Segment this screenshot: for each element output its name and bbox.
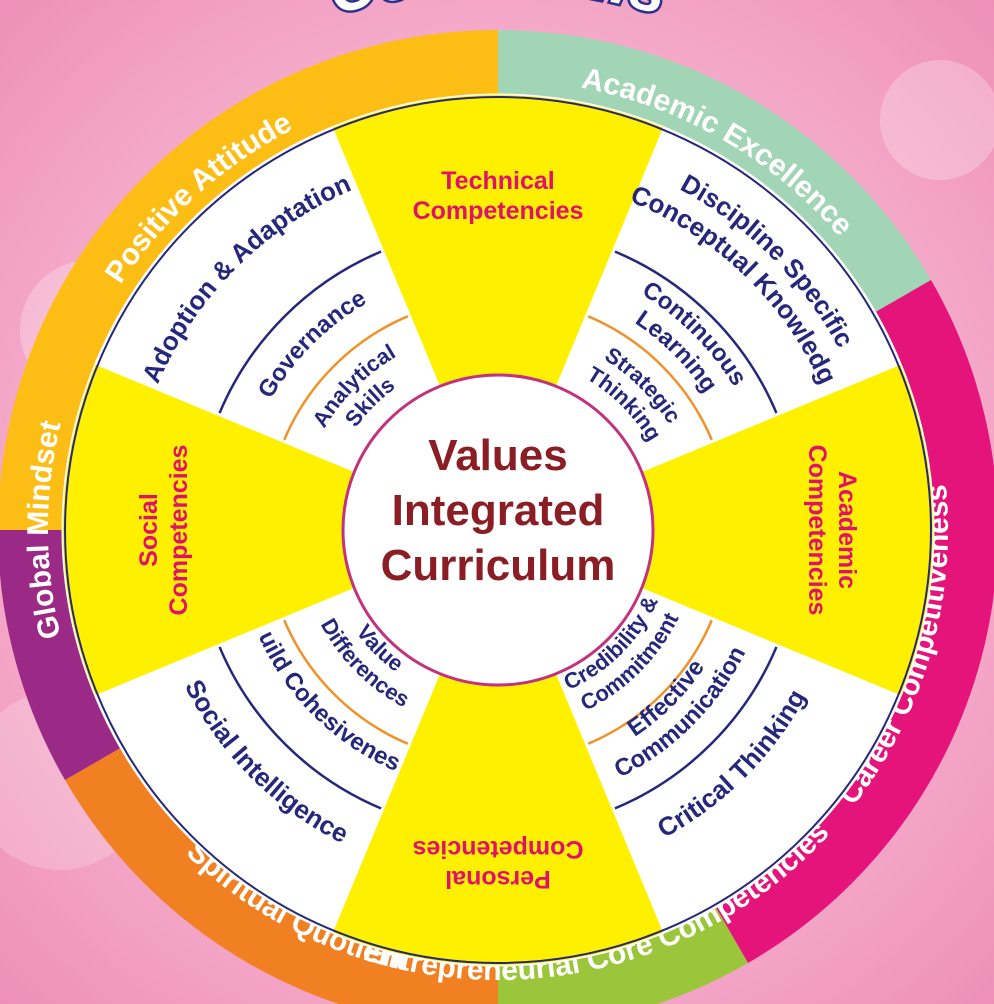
skill-sector-1 — [557, 128, 900, 471]
skill-arc-outer-3 — [217, 645, 383, 811]
skill-arc-inner-2 — [586, 618, 714, 746]
competency-label-1-line-2: Competencies — [413, 197, 584, 225]
heading-text: Core Skills — [320, 0, 677, 28]
skill-arc-inner-3 — [282, 618, 410, 746]
skill-arc-outer-4 — [217, 249, 383, 415]
competency-sector-3 — [331, 673, 665, 965]
competency-sector-2 — [641, 363, 933, 697]
ring-segment-2 — [498, 30, 932, 313]
skill-sector-2 — [557, 589, 900, 932]
sector-divider-3 — [640, 587, 901, 698]
ring-segment-6 — [0, 530, 122, 780]
sector-divider-6 — [95, 587, 356, 698]
competency-sector-1 — [331, 95, 665, 387]
competency-label-3-line-1: Personal — [445, 865, 551, 893]
ring-segment-5 — [64, 747, 498, 1004]
skill-arc-outer-2 — [613, 645, 779, 811]
dividers — [64, 96, 932, 964]
competency-label-1-line-1: Technical — [441, 167, 554, 195]
wheel-border — [64, 96, 932, 964]
center-line-2: Integrated — [392, 486, 605, 535]
skill-sector-3 — [96, 589, 439, 932]
competency-sector-4 — [63, 363, 355, 697]
competency-label-3-line-2: Competencies — [413, 835, 584, 863]
sector-divider-5 — [330, 672, 441, 933]
skill-arc-outer-1 — [613, 249, 779, 415]
ring-border — [61, 93, 935, 967]
sectors — [63, 95, 933, 965]
center-hub: Values Integrated Curriculum — [341, 373, 655, 687]
ring-segment-4 — [498, 906, 748, 1004]
skill-sector-4 — [96, 128, 439, 471]
center-line-3: Curriculum — [381, 541, 616, 590]
sector-divider-4 — [555, 672, 666, 933]
skill-arc-inner-1 — [586, 314, 714, 442]
competency-label-2-line-1: Academic — [833, 471, 861, 589]
ring-segment-1 — [0, 30, 498, 530]
center-line-1: Values — [428, 431, 567, 480]
competency-label-4-line-1: Social — [135, 493, 163, 567]
competency-label-4-line-2: Competencies — [165, 445, 193, 616]
sector-divider-7 — [95, 362, 356, 473]
skill-arc-inner-4 — [282, 314, 410, 442]
sector-divider-8 — [330, 127, 441, 388]
center-circle — [341, 373, 655, 687]
sector-divider-1 — [555, 127, 666, 388]
competency-label-2-line-2: Competencies — [803, 445, 831, 616]
sector-divider-2 — [640, 362, 901, 473]
ring-segment-3 — [715, 280, 994, 964]
